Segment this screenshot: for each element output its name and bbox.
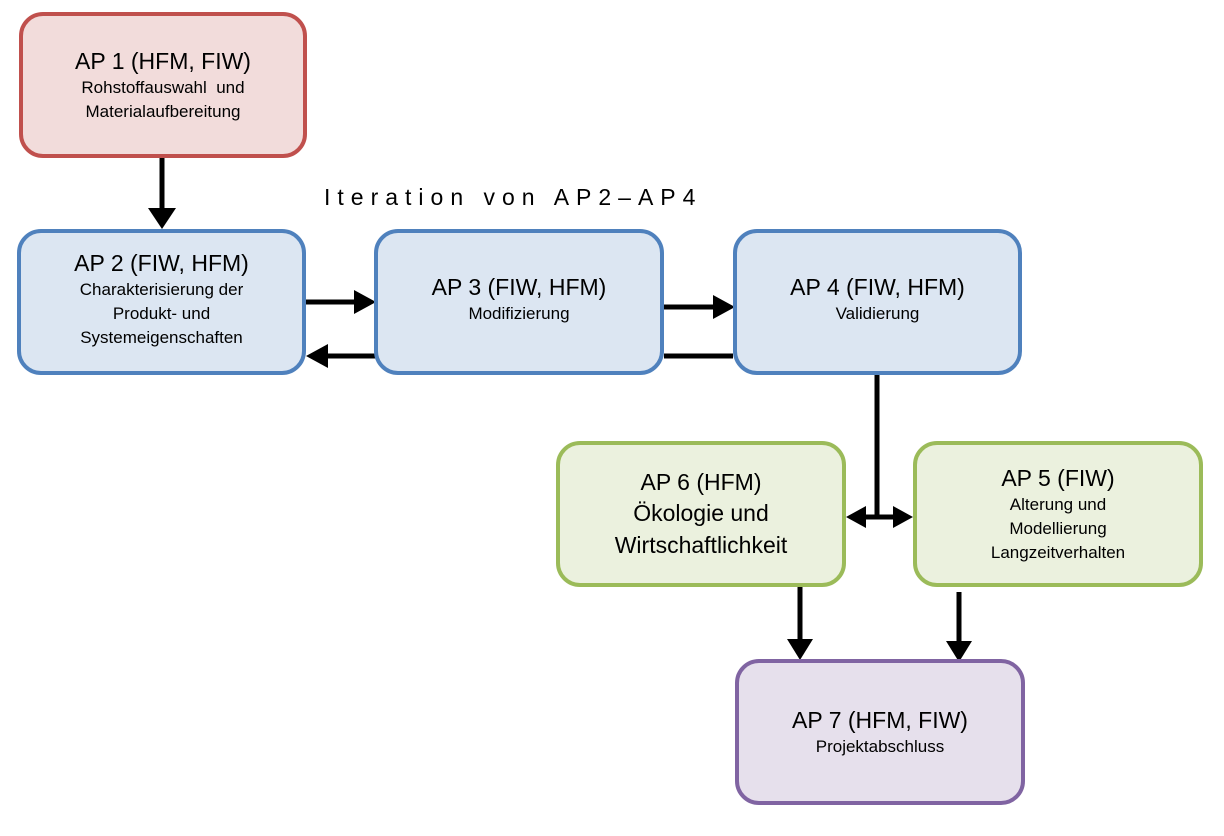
arrowhead-ap3-to-ap4 (713, 295, 735, 319)
ap3-description: Modifizierung (468, 302, 569, 326)
ap1-box: AP 1 (HFM, FIW) Rohstoffauswahl und Mate… (19, 12, 307, 158)
ap5-description: Alterung und Modellierung Langzeitverhal… (991, 493, 1125, 565)
ap3-line-1: Modifizierung (468, 304, 570, 323)
arrowhead-to-ap5 (893, 506, 913, 528)
ap2-title: AP 2 (FIW, HFM) (74, 250, 249, 276)
ap4-box: AP 4 (FIW, HFM) Validierung (733, 229, 1022, 375)
ap2-line-1: Charakterisierung der (79, 280, 244, 299)
arrowhead-feedback-to-ap2 (306, 344, 328, 368)
ap5-box: AP 5 (FIW) Alterung und Modellierung Lan… (913, 441, 1203, 587)
ap1-description: Rohstoffauswahl und Materialaufbereitung (81, 76, 244, 124)
arrowhead-to-ap6 (846, 506, 866, 528)
ap5-line-2: Modellierung (1009, 519, 1107, 538)
ap6-description: Ökologie und Wirtschaftlichkeit (615, 497, 788, 561)
ap1-line-2: Materialaufbereitung (85, 102, 241, 121)
iteration-label: Iteration von AP2–AP4 (324, 184, 703, 210)
ap7-line-1: Projektabschluss (815, 737, 945, 756)
arrowhead-ap2-to-ap3 (354, 290, 376, 314)
ap4-description: Validierung (836, 302, 920, 326)
ap5-line-1: Alterung und (1009, 495, 1107, 514)
ap3-title: AP 3 (FIW, HFM) (431, 274, 607, 300)
ap4-line-1: Validierung (835, 304, 920, 323)
ap5-line-3: Langzeitverhalten (990, 543, 1126, 562)
arrowhead-ap5-to-ap7 (946, 641, 972, 662)
ap3-box: AP 3 (FIW, HFM) Modifizierung (374, 229, 664, 375)
arrowhead-ap1-to-ap2 (148, 208, 176, 229)
ap6-line-2: Wirtschaftlichkeit (614, 532, 788, 558)
ap6-title: AP 6 (HFM) (640, 469, 762, 495)
ap7-description: Projektabschluss (816, 735, 945, 759)
ap7-box: AP 7 (HFM, FIW) Projektabschluss (735, 659, 1025, 805)
ap1-title: AP 1 (HFM, FIW) (75, 48, 251, 74)
arrowhead-ap6-to-ap7 (787, 639, 813, 660)
ap4-title: AP 4 (FIW, HFM) (790, 274, 965, 300)
ap2-box: AP 2 (FIW, HFM) Charakterisierung der Pr… (17, 229, 306, 375)
ap2-line-3: Systemeigenschaften (80, 328, 243, 347)
ap6-box: AP 6 (HFM) Ökologie und Wirtschaftlichke… (556, 441, 846, 587)
ap6-line-1: Ökologie und (633, 500, 769, 526)
ap2-line-2: Produkt- und (112, 304, 211, 323)
ap7-title: AP 7 (HFM, FIW) (792, 707, 968, 733)
ap1-line-1: Rohstoffauswahl und (81, 78, 245, 97)
ap5-title: AP 5 (FIW) (1001, 465, 1115, 491)
ap2-description: Charakterisierung der Produkt- und Syste… (80, 278, 243, 350)
